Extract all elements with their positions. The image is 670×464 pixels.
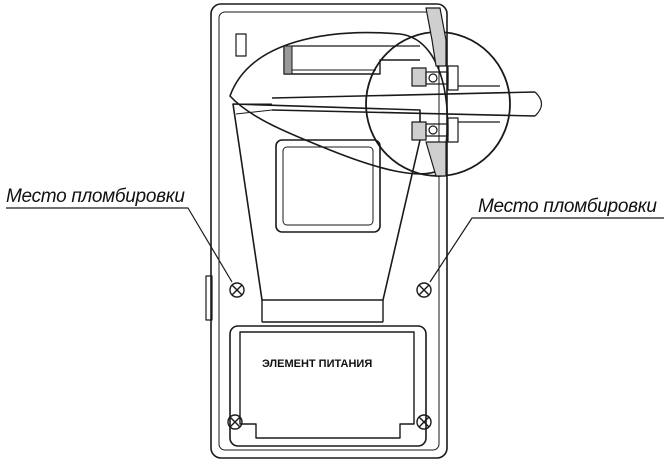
battery-label: ЭЛЕМЕНТ ПИТАНИЯ: [262, 358, 373, 370]
leader-right: [429, 217, 664, 283]
seal-screw-right: [416, 282, 432, 298]
housing-outer: [210, 3, 448, 459]
cable-top: [271, 91, 536, 99]
top-slot: [235, 33, 247, 57]
housing-inner: [218, 11, 440, 451]
gland-detail: [411, 65, 500, 143]
cutaway-lens: [229, 31, 449, 175]
display-window: [275, 139, 381, 233]
battery-cover: [239, 331, 415, 439]
seal-location-label-right: Место пломбировки: [478, 196, 657, 217]
cable-bottom: [271, 109, 536, 117]
side-clip: [205, 275, 213, 321]
housing-wall-section: [425, 7, 447, 67]
seal-location-label-left: Место пломбировки: [6, 186, 185, 207]
seal-screw-left: [229, 282, 245, 298]
bottom-screw-left: [227, 414, 243, 430]
leader-left: [6, 207, 233, 283]
battery-compartment: [229, 325, 427, 447]
funnel-body: [232, 103, 421, 301]
bottom-screw-right: [416, 414, 432, 430]
